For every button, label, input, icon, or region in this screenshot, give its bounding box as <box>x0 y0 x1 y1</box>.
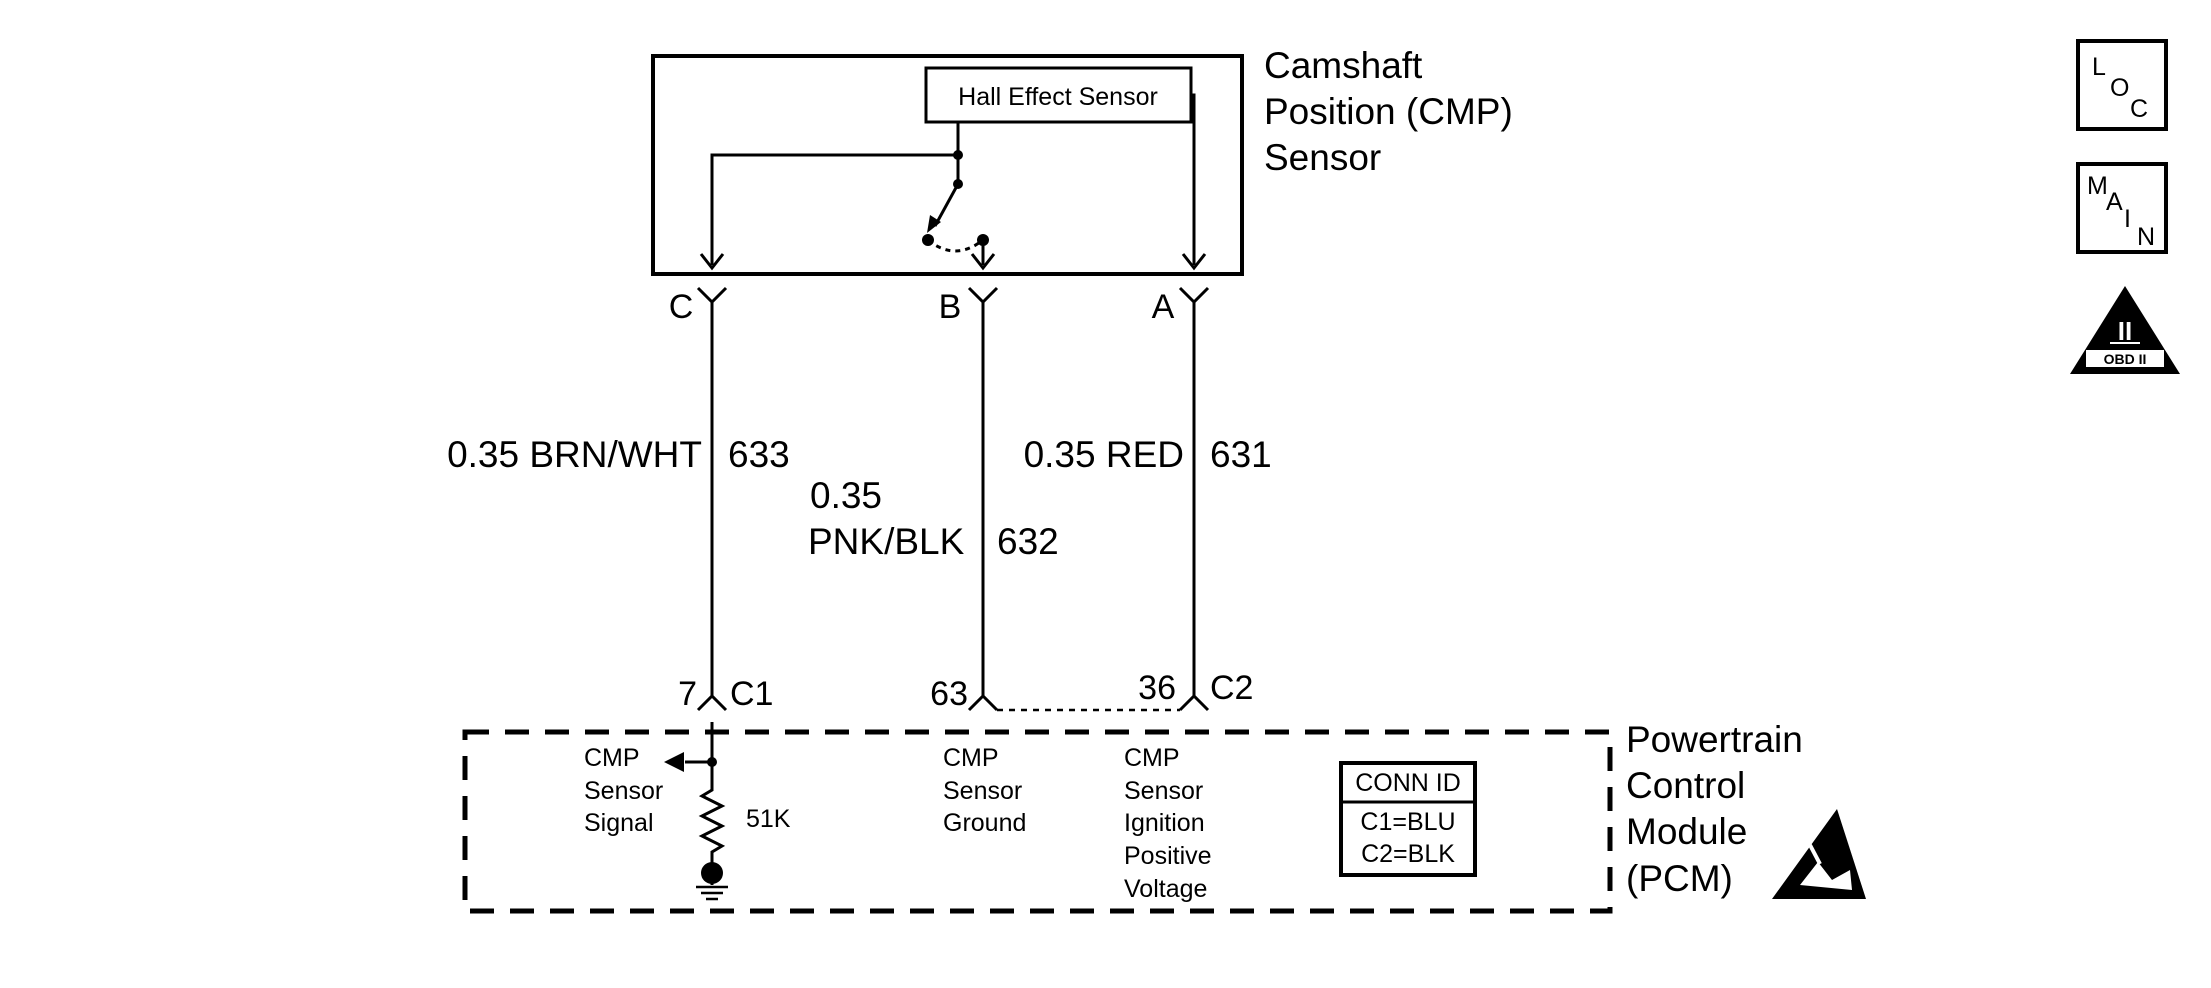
hall-switch <box>922 150 989 265</box>
svg-text:O: O <box>2110 74 2129 102</box>
esd-warning-icon <box>1772 809 1866 899</box>
sensor-title-1: Camshaft <box>1264 45 1423 86</box>
signal-label-2: Sensor <box>584 777 663 805</box>
sensor-enclosure <box>651 54 1244 276</box>
cmp-sensor: Hall Effect Sensor Camshaft Position (CM… <box>651 45 1513 276</box>
harness-wires: 0.35 BRN/WHT 633 0.35 PNK/BLK 632 0.35 R… <box>447 302 1272 696</box>
ground-label-2: Sensor <box>943 777 1022 805</box>
svg-text:A: A <box>2106 188 2123 216</box>
c2-label: C2 <box>1210 669 1253 707</box>
sensor-connectors: C B A <box>669 286 1210 326</box>
c1-label: C1 <box>730 675 773 713</box>
wire-632-circuit: 632 <box>997 521 1059 562</box>
sensor-title-2: Position (CMP) <box>1264 91 1513 132</box>
wire-633-color: 0.35 BRN/WHT <box>447 434 702 475</box>
pin-36-label: 36 <box>1138 669 1176 707</box>
ground-label-1: CMP <box>943 744 999 772</box>
pcm-title-4: (PCM) <box>1626 858 1733 899</box>
conn-id-c1: C1=BLU <box>1360 808 1455 836</box>
wire-631-color: 0.35 RED <box>1024 434 1184 475</box>
pin-b-label: B <box>939 288 962 326</box>
pcm-module: CMP Sensor Signal 51K CMP Sensor Ground … <box>462 719 1866 914</box>
signal-arrow-icon <box>664 752 684 772</box>
pin-7-label: 7 <box>678 675 697 713</box>
conn-id-c2: C2=BLK <box>1361 840 1455 868</box>
internal-lead-a <box>1191 93 1196 265</box>
svg-text:II: II <box>2118 316 2132 346</box>
wire-632-size: 0.35 <box>810 475 882 516</box>
internal-lead-c <box>710 122 960 265</box>
main-icon[interactable]: M A I N <box>2076 162 2168 254</box>
svg-text:C: C <box>2130 95 2148 123</box>
pcm-title-1: Powertrain <box>1626 719 1803 760</box>
voltage-label-3: Ignition <box>1124 809 1205 837</box>
voltage-label-4: Positive <box>1124 842 1212 870</box>
pcm-title-3: Module <box>1626 811 1747 852</box>
wire-632-color: PNK/BLK <box>808 521 965 562</box>
svg-text:L: L <box>2092 53 2106 81</box>
ground-icon <box>696 885 728 901</box>
wire-633-circuit: 633 <box>728 434 790 475</box>
hall-effect-label: Hall Effect Sensor <box>958 83 1158 111</box>
voltage-label-1: CMP <box>1124 744 1180 772</box>
signal-label-3: Signal <box>584 809 654 837</box>
wire-631-circuit: 631 <box>1210 434 1272 475</box>
pin-63-label: 63 <box>930 675 968 713</box>
loc-icon[interactable]: L O C <box>2076 39 2168 131</box>
resistor-value: 51K <box>746 805 791 833</box>
resistor-icon <box>698 762 726 870</box>
voltage-label-5: Voltage <box>1124 875 1207 903</box>
pcm-connectors: 7 C1 63 36 C2 <box>678 669 1253 713</box>
conn-id-header: CONN ID <box>1355 769 1461 797</box>
svg-text:I: I <box>2124 205 2131 233</box>
sensor-title-3: Sensor <box>1264 137 1381 178</box>
pcm-title-2: Control <box>1626 765 1745 806</box>
svg-text:OBD II: OBD II <box>2104 351 2147 367</box>
conn-id-box: CONN ID C1=BLU C2=BLK <box>1339 761 1477 877</box>
voltage-label-2: Sensor <box>1124 777 1203 805</box>
signal-label-1: CMP <box>584 744 640 772</box>
pcm-boundary <box>462 729 1613 914</box>
pin-c-label: C <box>669 288 694 326</box>
pin-a-label: A <box>1152 288 1175 326</box>
svg-text:N: N <box>2137 223 2155 251</box>
signal-input-circuit <box>664 722 728 901</box>
svg-text:M: M <box>2087 172 2108 200</box>
ground-label-3: Ground <box>943 809 1026 837</box>
pin-arrows <box>699 253 1207 271</box>
obd-ii-icon[interactable]: II OBD II <box>2070 286 2180 374</box>
